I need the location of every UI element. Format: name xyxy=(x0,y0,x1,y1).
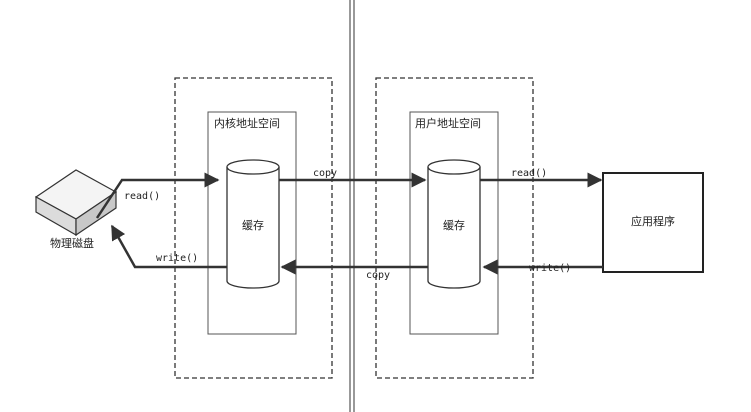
disk-write-label: write() xyxy=(156,253,198,264)
kernel-buffer-label: 缓存 xyxy=(242,218,264,232)
disk-read-label: read() xyxy=(124,191,160,202)
app-read-label: read() xyxy=(511,168,547,179)
app-write-label: write() xyxy=(529,263,571,274)
user-buffer-cylinder xyxy=(427,159,481,289)
disk-read-arrow xyxy=(95,172,220,219)
user-space-title: 用户地址空间 xyxy=(415,116,481,130)
disk-icon xyxy=(34,169,118,237)
application-label: 应用程序 xyxy=(631,214,675,228)
user-buffer-label: 缓存 xyxy=(443,218,465,232)
user-space-boundary xyxy=(375,77,534,379)
disk-write-arrow xyxy=(110,224,227,269)
disk-label: 物理磁盘 xyxy=(50,236,94,250)
kernel-space-title: 内核地址空间 xyxy=(214,116,280,130)
application-box xyxy=(602,172,704,273)
kernel-space-boundary xyxy=(174,77,333,379)
kernel-buffer-cylinder xyxy=(226,159,280,289)
copy-to-kernel-label: copy xyxy=(366,270,390,281)
center-divider xyxy=(349,0,355,412)
copy-to-user-label: copy xyxy=(313,168,337,179)
